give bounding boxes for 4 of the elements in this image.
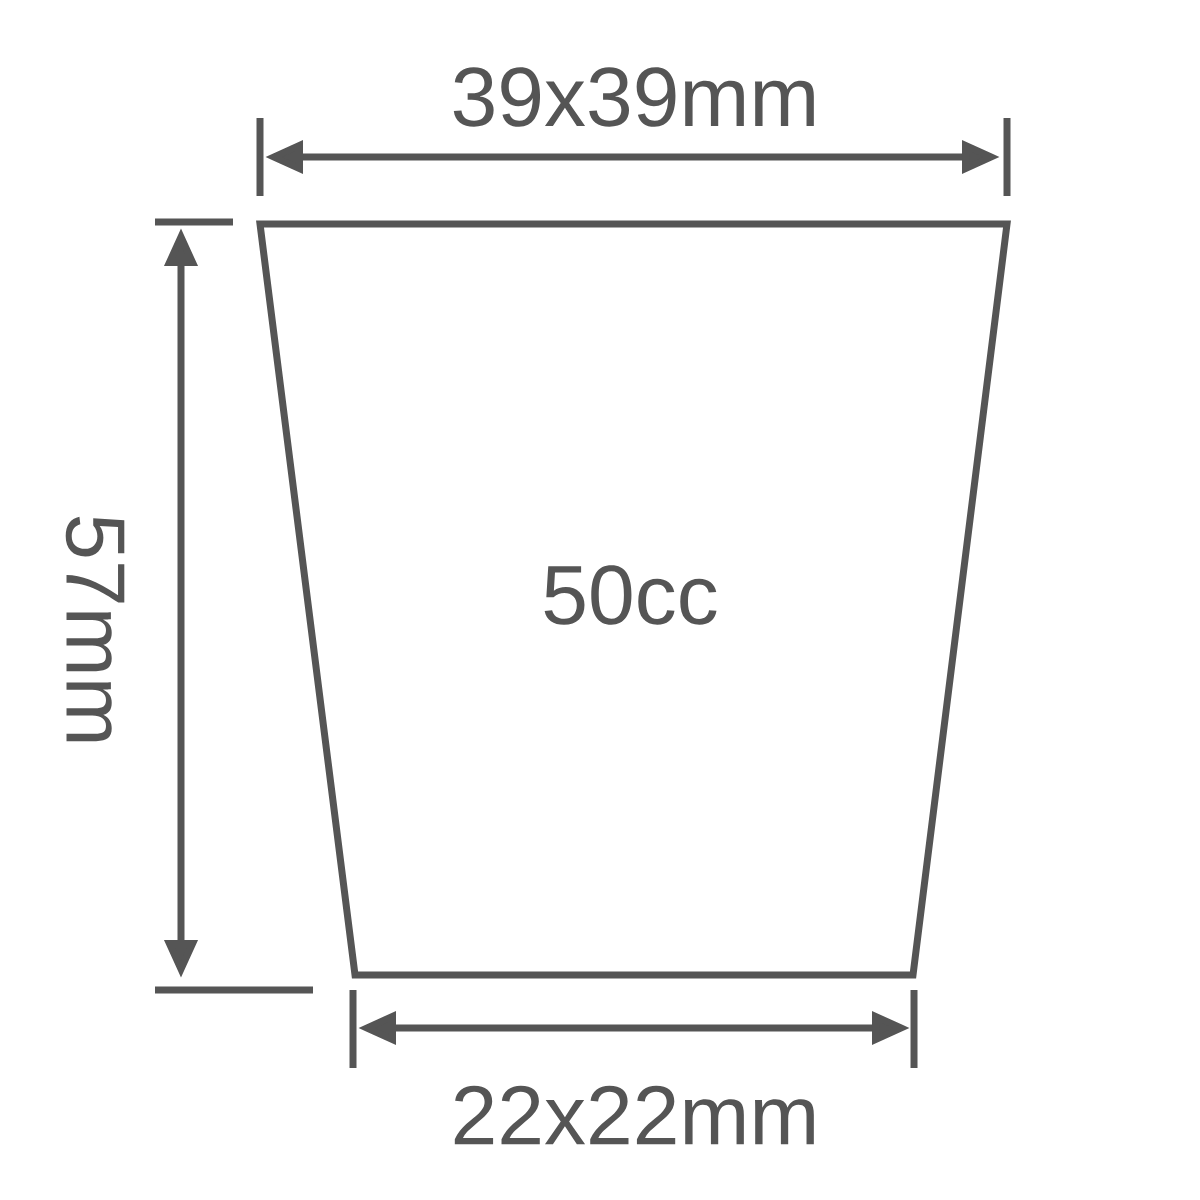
dimension-label: 22x22mm — [454, 1085, 814, 1145]
dimension-label: 39x39mm — [453, 67, 814, 127]
cup-outline: 50cc — [256, 220, 1011, 979]
dimension-label: 57mm — [65, 516, 125, 742]
